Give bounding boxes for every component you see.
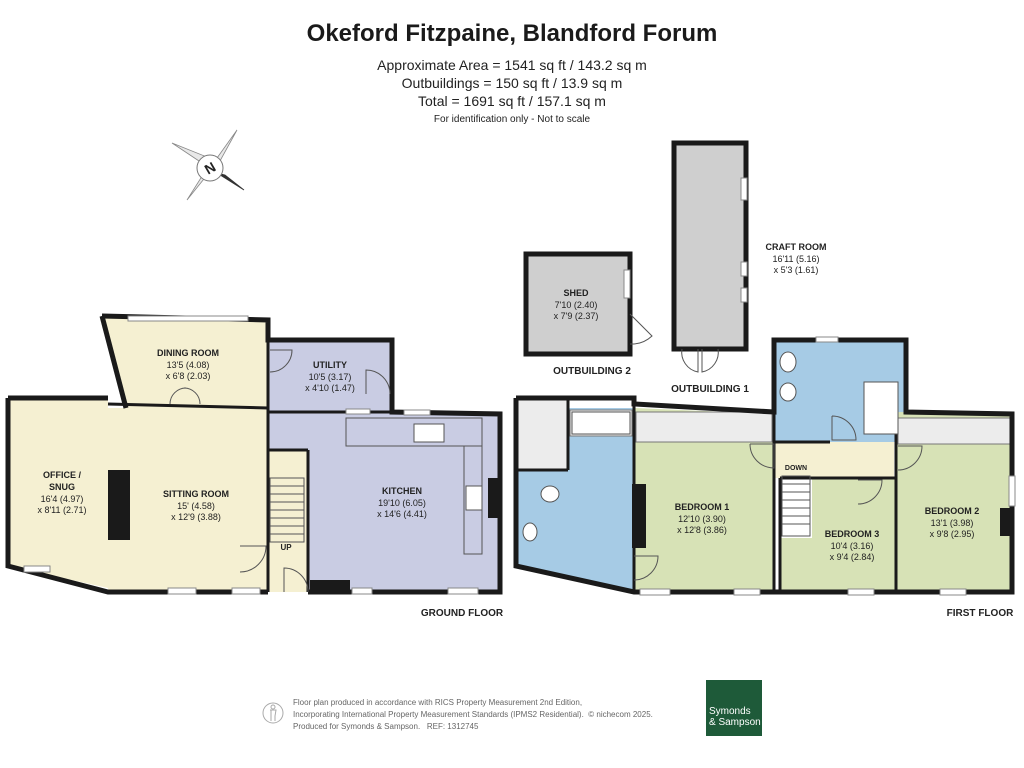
utility-dims-2: x 4'10 (1.47) [305,383,355,393]
office-snug-dims: 16'4 (4.97) [41,494,84,504]
sitting-room-label: SITTING ROOM [163,489,229,499]
disclaimer-note: For identification only - Not to scale [433,114,591,125]
room-kitchen [268,412,500,592]
sitting-room-dims: 15' (4.58) [177,501,215,511]
craft-room-dims-2: x 5'3 (1.61) [774,265,819,275]
bedroom-1-dims-2: x 12'8 (3.86) [677,525,727,535]
area-summary: Approximate Area = 1541 sq ft / 143.2 sq… [0,56,1024,126]
bedroom-2-dims: 13'1 (3.98) [931,518,974,528]
ground-floor-plan: DINING ROOM 13'5 (4.08) x 6'8 (2.03) UTI… [5,313,504,619]
room-hall [268,450,308,592]
agency-logo: Symonds & Sampson [706,680,762,736]
footer-line-3: Produced for Symonds & Sampson. REF: 131… [293,721,653,733]
bedroom-3-dims-2: x 9'4 (2.84) [830,552,875,562]
logo-line-1: Symonds [709,706,751,717]
utility-label: UTILITY [313,360,347,370]
craft-room-label: CRAFT ROOM [766,242,827,252]
footer-standards: Incorporating International Property Mea… [293,710,584,719]
footer-line-1: Floor plan produced in accordance with R… [293,698,583,707]
dining-room-dims-2: x 6'8 (2.03) [166,371,211,381]
room-bedroom-1 [634,408,774,592]
footer-credits: Floor plan produced in accordance with R… [293,697,653,733]
logo-line-2: & Sampson [709,717,761,728]
outbuilding-1-label: OUTBUILDING 1 [671,384,749,395]
shed-dims-2: x 7'9 (2.37) [554,311,599,321]
bedroom-3-label: BEDROOM 3 [825,529,880,539]
bedroom-1-dims: 12'10 (3.90) [678,514,726,524]
room-bathroom [516,408,634,592]
bedroom-1-label: BEDROOM 1 [675,502,730,512]
office-snug-label-2: SNUG [49,482,75,492]
room-sitting-room [108,408,268,592]
outbuilding-1-plan: CRAFT ROOM 16'11 (5.16) x 5'3 (1.61) OUT… [671,140,827,395]
footer-producer: Produced for Symonds & Sampson. [293,722,421,731]
dining-room-dims: 13'5 (4.08) [167,360,210,370]
outbuilding-2-label: OUTBUILDING 2 [553,366,631,377]
room-office-snug [8,398,108,588]
accessibility-person-icon [262,702,284,724]
sitting-room-dims-2: x 12'9 (3.88) [171,512,221,522]
utility-dims: 10'5 (3.17) [309,372,352,382]
room-landing [774,442,894,478]
total-area-text: Total = 1691 sq ft / 157.1 sq m [418,93,606,109]
first-floor-label: FIRST FLOOR [947,608,1014,619]
shed-dims: 7'10 (2.40) [555,300,598,310]
footer-line-2: Incorporating International Property Mea… [293,709,653,721]
shed-label: SHED [563,288,589,298]
kitchen-label: KITCHEN [382,486,422,496]
kitchen-dims-2: x 14'6 (4.41) [377,509,427,519]
stairs-down-label: DOWN [785,465,807,472]
stairs-up-label: UP [280,543,292,552]
bedroom-2-label: BEDROOM 2 [925,506,980,516]
approx-area-text: Approximate Area = 1541 sq ft / 143.2 sq… [377,57,647,73]
bedroom-3-dims: 10'4 (3.16) [831,541,874,551]
room-dining-room [102,316,268,408]
outbuildings-area-text: Outbuildings = 150 sq ft / 13.9 sq m [401,75,623,91]
footer-copyright: © nichecom 2025. [588,710,653,719]
outbuilding-2-plan: SHED 7'10 (2.40) x 7'9 (2.37) OUTBUILDIN… [523,251,653,377]
room-bedroom-3 [780,478,896,592]
room-bedroom-2 [896,412,1012,592]
office-snug-dims-2: x 8'11 (2.71) [37,505,86,515]
office-snug-label: OFFICE / [43,470,81,480]
craft-room-dims: 16'11 (5.16) [772,254,819,264]
compass-rose-icon: N [171,129,245,201]
ground-floor-label: GROUND FLOOR [421,608,504,619]
dining-room-label: DINING ROOM [157,348,219,358]
room-landing-store [516,398,568,470]
room-utility [268,340,392,412]
kitchen-dims: 19'10 (6.05) [378,498,426,508]
bedroom-2-dims-2: x 9'8 (2.95) [930,529,975,539]
footer-ref: REF: 1312745 [426,722,479,731]
first-floor-plan: BEDROOM 1 12'10 (3.90) x 12'8 (3.86) BED… [513,336,1016,619]
plan-title: Okeford Fitzpaine, Blandford Forum [306,20,718,47]
